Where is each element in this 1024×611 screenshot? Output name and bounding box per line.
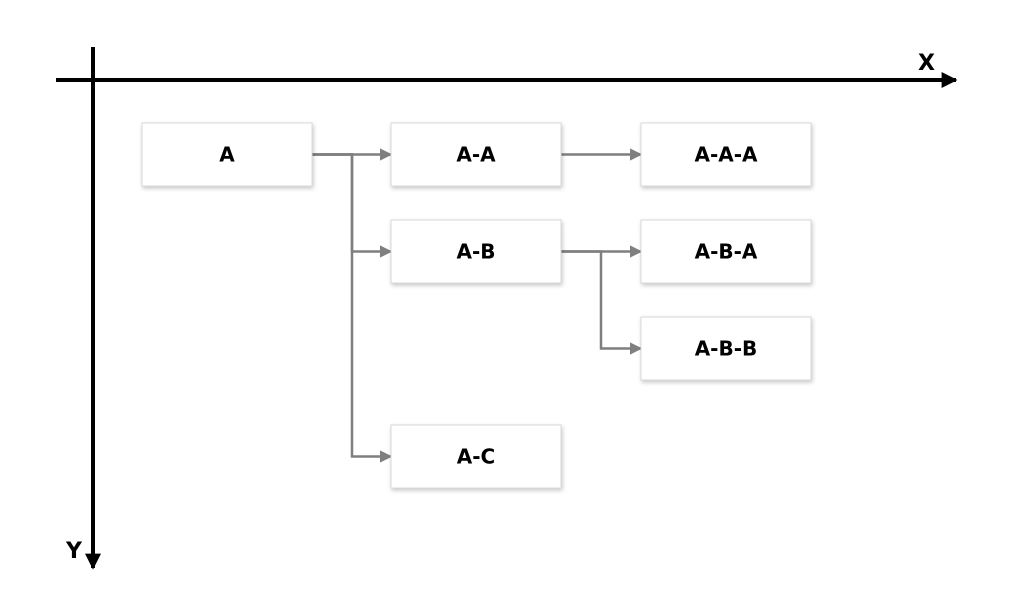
node-a-b-a: A-B-A xyxy=(640,219,812,284)
node-box xyxy=(141,122,313,187)
y-axis-label: Y xyxy=(65,539,83,564)
node-label: A-A-A xyxy=(694,143,758,167)
node-box xyxy=(390,219,562,284)
node-label: A-C xyxy=(457,445,495,469)
node-a-a-a: A-A-A xyxy=(640,122,812,187)
node-label: A-B-B xyxy=(695,337,758,361)
nodes: A A-A A-A-A A-B A-B-A A-B-B A-C xyxy=(141,122,812,489)
connectors xyxy=(312,148,643,463)
node-a-b: A-B xyxy=(390,219,562,284)
node-box xyxy=(390,122,562,187)
connector-a-b-to-a-b-b xyxy=(561,250,643,355)
node-label: A-B-A xyxy=(695,240,758,264)
node-a-a: A-A xyxy=(390,122,562,187)
node-box xyxy=(640,219,812,284)
node-box xyxy=(640,316,812,381)
node-a: A xyxy=(141,122,313,187)
node-label: A-B xyxy=(456,240,495,264)
node-box xyxy=(640,122,812,187)
node-a-c: A-C xyxy=(390,424,562,489)
x-axis-label: X xyxy=(918,51,935,76)
node-label: A xyxy=(219,143,235,167)
node-box xyxy=(390,424,562,489)
node-label: A-A xyxy=(456,143,496,167)
connector-a-to-a-c xyxy=(312,153,393,463)
node-a-b-b: A-B-B xyxy=(640,316,812,381)
